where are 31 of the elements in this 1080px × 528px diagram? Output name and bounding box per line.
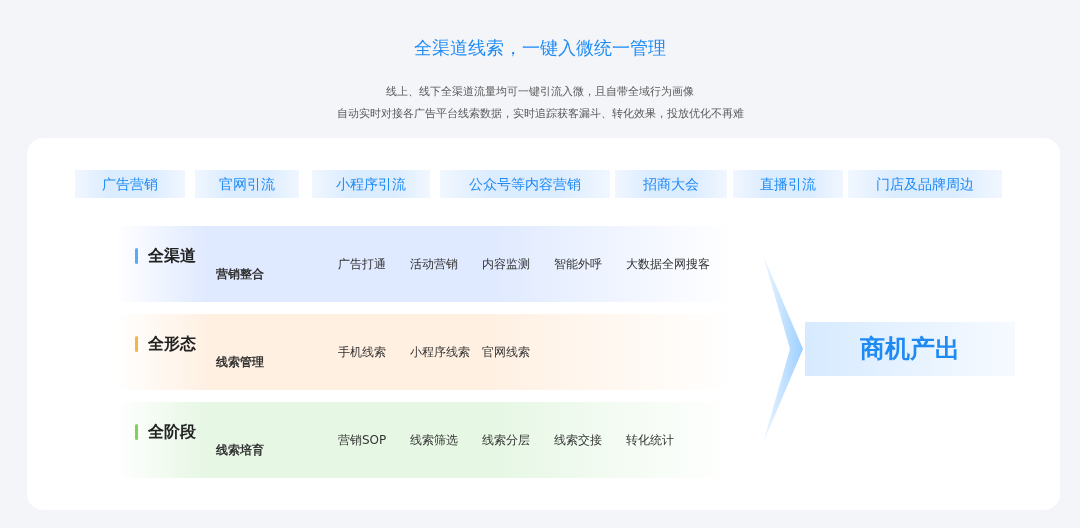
feature-text: 线索分层 [482,432,530,449]
chevron-arrow [763,255,803,443]
feature-text: 线索筛选 [410,432,458,449]
channel-tag: 门店及品牌周边 [848,170,1002,198]
channel-tag: 官网引流 [195,170,299,198]
band-subheading: 营销整合 [216,266,264,283]
feature-text: 手机线索 [338,344,386,361]
channel-tag: 招商大会 [615,170,727,198]
channel-tag: 广告营销 [75,170,185,198]
result-box: 商机产出 [805,322,1015,376]
band-subheading: 线索培育 [216,442,264,459]
band-heading: 全渠道 [148,246,196,267]
feature-text: 线索交接 [554,432,602,449]
band-subheading: 线索管理 [216,354,264,371]
title: 全渠道线索，一键入微统一管理 [413,36,667,60]
feature-text: 活动营销 [410,256,458,273]
feature-text: 小程序线索 [410,344,470,361]
channel-tag: 直播引流 [733,170,843,198]
feature-text: 智能外呼 [554,256,602,273]
feature-text: 营销SOP [338,432,387,449]
subtitle-text: 自动实时对接各广告平台线索数据，实时追踪获客漏斗、转化效果，投放优化不再难 [335,106,745,121]
channel-tag: 小程序引流 [312,170,430,198]
subtitle-text: 线上、线下全渠道流量均可一键引流入微，且自带全域行为画像 [385,84,695,99]
channel-tag: 公众号等内容营销 [440,170,610,198]
feature-text: 内容监测 [482,256,530,273]
feature-text: 官网线索 [482,344,530,361]
feature-text: 广告打通 [338,256,386,273]
feature-text: 大数据全网搜客 [626,256,710,273]
feature-text: 转化统计 [626,432,674,449]
band-heading: 全形态 [148,334,196,355]
band-heading: 全阶段 [148,422,196,443]
